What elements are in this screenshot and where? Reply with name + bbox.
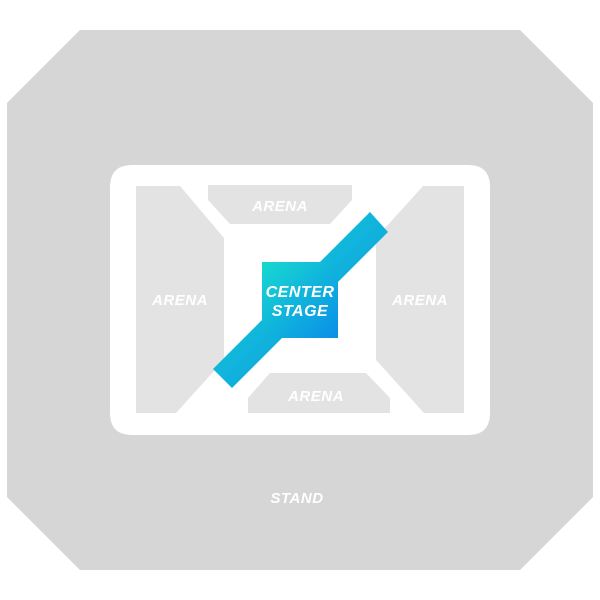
arena-top-section[interactable] [208, 185, 352, 224]
arena-bottom-section[interactable] [248, 373, 390, 413]
label-center-stage-line2: STAGE [272, 303, 329, 320]
center-stage[interactable] [262, 262, 338, 338]
label-center-stage-line1: CENTER [266, 284, 335, 301]
label-stand: STAND [270, 490, 323, 507]
label-arena-right: ARENA [391, 292, 448, 309]
arena-right-section[interactable] [376, 186, 464, 413]
label-arena-bottom: ARENA [287, 388, 344, 405]
label-arena-top: ARENA [251, 198, 308, 215]
label-arena-left: ARENA [151, 292, 208, 309]
arena-left-section[interactable] [136, 186, 224, 413]
